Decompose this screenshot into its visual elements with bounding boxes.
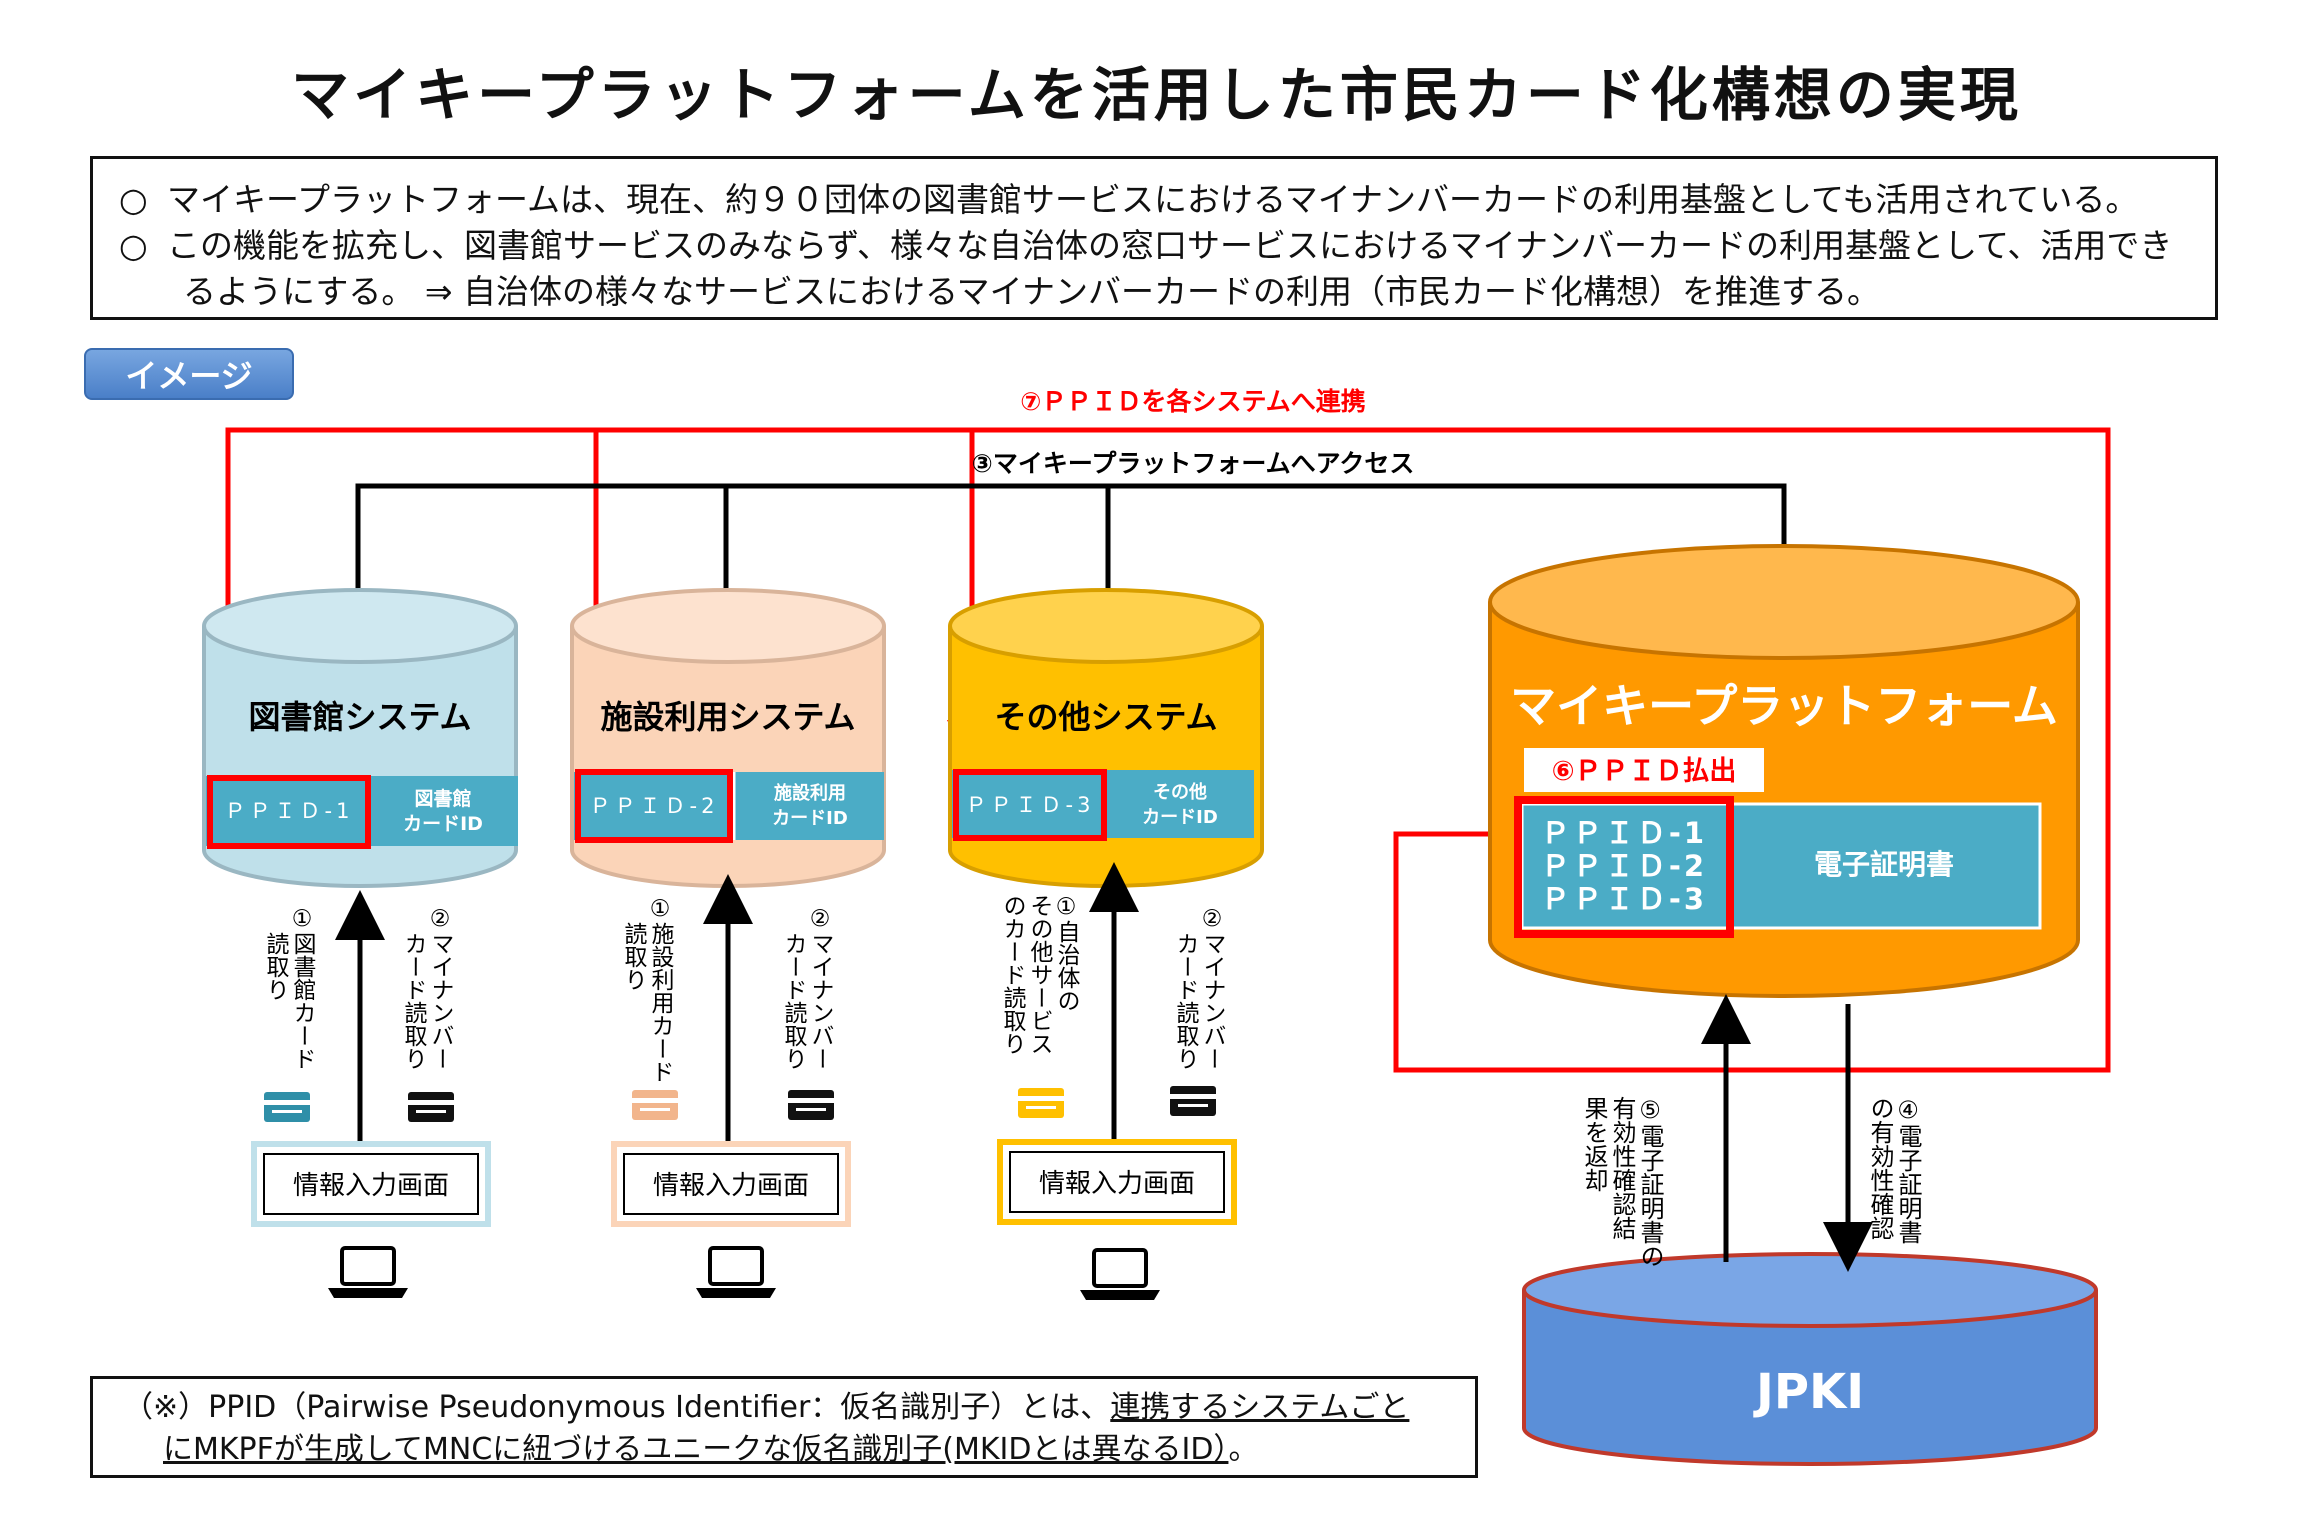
- summary-line-2: この機能を拡充し、図書館サービスのみならず、様々な自治体の窓口サービスにおけるマ…: [167, 226, 2173, 265]
- svg-text:カード読取り: カード読取り: [780, 932, 808, 1070]
- other-system-cylinder: その他システム ＰＰＩＤ-3 その他 カードID: [948, 588, 1264, 888]
- summary-line-1: マイキープラットフォームは、現在、約９０団体の図書館サービスにおけるマイナンバー…: [167, 180, 2139, 219]
- facility-terminal: ① 施設利用カード 読取り ② マイナンバー カード読取り 情報入力画面: [611, 874, 851, 1298]
- bullet-2: ○: [119, 226, 148, 265]
- svg-text:の有効性確認: の有効性確認: [1866, 1096, 1894, 1240]
- summary-box: ○ マイキープラットフォームは、現在、約９０団体の図書館サービスにおけるマイナンバ…: [90, 156, 2218, 320]
- mykey-platform-cylinder: マイキープラットフォーム ⑥ＰＰＩＤ払出 ＰＰＩＤ-1 ＰＰＩＤ-2 ＰＰＩＤ-…: [1488, 544, 2080, 998]
- jpki-cylinder: JPKI: [1522, 1252, 2098, 1466]
- facility-system-cylinder: 施設利用システム ＰＰＩＤ-2 施設利用 カードID: [570, 588, 886, 888]
- ppid-3: ＰＰＩＤ-3: [1541, 882, 1707, 916]
- library-card-icon: [264, 1092, 310, 1122]
- ppid-label: ＰＰＩＤ-3: [966, 793, 1095, 817]
- svg-text:のカード読取り: のカード読取り: [999, 894, 1027, 1055]
- svg-text:果を返却: 果を返却: [1580, 1096, 1608, 1192]
- ppid-1: ＰＰＩＤ-1: [1541, 816, 1707, 850]
- mynumber-card-read-label: ② マイナンバー カード読取り: [400, 906, 454, 1070]
- svg-text:④: ④: [1894, 1096, 1922, 1124]
- verify-label: ④ 電子証明書 の有効性確認: [1866, 1096, 1922, 1244]
- facility-card-icon: [632, 1090, 678, 1120]
- svg-text:読取り: 読取り: [620, 922, 648, 991]
- note-part2-underlined: にMKPFが生成してMNCに紐づけるユニークな仮名識別子(MKIDとは異なるID…: [163, 1432, 1229, 1467]
- input-screen-label: 情報入力画面: [293, 1171, 449, 1201]
- mynumber-card-icon: [408, 1092, 454, 1122]
- laptop-icon: [696, 1246, 776, 1298]
- card-id-line1: その他: [1153, 781, 1207, 803]
- ppid-label: ＰＰＩＤ-2: [590, 794, 719, 818]
- bullet-1: ○: [119, 180, 148, 219]
- note-part1: （※）PPID（Pairwise Pseudonymous Identifier…: [123, 1390, 1111, 1425]
- svg-text:マイナンバー: マイナンバー: [1199, 932, 1226, 1070]
- image-badge: イメージ: [84, 348, 294, 400]
- system-name: 図書館システム: [248, 698, 471, 736]
- card-id-line1: 施設利用: [774, 782, 846, 804]
- card-id-line2: カードID: [1142, 807, 1218, 828]
- verify-result-label: ⑤ 電子証明書の 有効性確認結 果を返却: [1580, 1096, 1664, 1268]
- svg-text:読取り: 読取り: [262, 932, 290, 1001]
- ppid-link-label: ⑦ＰＰＩＤを各システムへ連携: [1020, 387, 1365, 416]
- system-name: その他システム: [994, 698, 1217, 736]
- library-terminal: ① 図書館カード 読取り ② マイナンバー カード読取り 情報入力画面: [251, 890, 491, 1298]
- svg-text:②: ②: [427, 906, 453, 932]
- jpki-flow-labels: ⑤ 電子証明書の 有効性確認結 果を返却 ④ 電子証明書 の有効性確認: [1580, 1096, 1922, 1268]
- ppid-note-box: （※）PPID（Pairwise Pseudonymous Identifier…: [90, 1376, 1478, 1478]
- jpki-arrows: [1701, 994, 1873, 1272]
- access-label: ③マイキープラットフォームへアクセス: [972, 449, 1415, 478]
- platform-name: マイキープラットフォーム: [1510, 679, 2058, 733]
- svg-text:②: ②: [807, 906, 833, 932]
- page-title: マイキープラットフォームを活用した市民カード化構想の実現: [291, 61, 2022, 129]
- svg-text:②: ②: [1199, 906, 1225, 932]
- note-part2: 。: [1228, 1432, 1259, 1467]
- facility-card-read-label: ① 施設利用カード 読取り: [620, 896, 675, 1083]
- mynumber-card-icon: [1170, 1086, 1216, 1116]
- svg-text:自治体の: 自治体の: [1053, 920, 1081, 1012]
- svg-text:①: ①: [1053, 894, 1079, 920]
- svg-text:施設利用カード: 施設利用カード: [647, 922, 675, 1083]
- svg-text:図書館カード: 図書館カード: [289, 932, 317, 1070]
- jpki-label: JPKI: [1753, 1364, 1864, 1420]
- summary-line-3: るようにする。 ⇒ 自治体の様々なサービスにおけるマイナンバーカードの利用（市民…: [183, 272, 1880, 311]
- input-screen-label: 情報入力画面: [1039, 1169, 1195, 1199]
- svg-text:①: ①: [647, 896, 673, 922]
- svg-text:マイナンバー: マイナンバー: [427, 932, 454, 1070]
- mynumber-card-icon: [788, 1090, 834, 1120]
- library-card-read-label: ① 図書館カード 読取り: [262, 906, 317, 1070]
- svg-text:カード読取り: カード読取り: [1172, 932, 1200, 1070]
- svg-text:①: ①: [289, 906, 315, 932]
- certificate-label: 電子証明書: [1814, 848, 1954, 881]
- system-name: 施設利用システム: [600, 698, 855, 736]
- library-system-cylinder: 図書館システム ＰＰＩＤ-1 図書館 カードID: [202, 588, 518, 888]
- ppid-issue-label: ⑥ＰＰＩＤ払出: [1552, 756, 1737, 787]
- mynumber-card-read-label: ② マイナンバー カード読取り: [780, 906, 834, 1070]
- input-screen-label: 情報入力画面: [653, 1171, 809, 1201]
- other-card-read-label: ① 自治体の その他サービス のカード読取り: [999, 894, 1081, 1055]
- mynumber-card-read-label: ② マイナンバー カード読取り: [1172, 906, 1226, 1070]
- svg-text:その他サービス: その他サービス: [1026, 894, 1054, 1055]
- card-id-line1: 図書館: [414, 787, 471, 810]
- card-id-line2: カードID: [403, 813, 483, 835]
- card-id-line2: カードID: [772, 808, 848, 829]
- other-card-icon: [1018, 1088, 1064, 1118]
- note-part1-underlined: 連携するシステムごと: [1110, 1390, 1410, 1425]
- svg-text:有効性確認結: 有効性確認結: [1608, 1096, 1636, 1240]
- laptop-icon: [328, 1246, 408, 1298]
- svg-text:カード読取り: カード読取り: [400, 932, 428, 1070]
- svg-text:マイナンバー: マイナンバー: [807, 932, 834, 1070]
- svg-text:電子証明書の: 電子証明書の: [1636, 1124, 1664, 1268]
- ppid-label: ＰＰＩＤ-1: [225, 799, 354, 823]
- svg-text:⑤: ⑤: [1636, 1096, 1664, 1124]
- svg-text:電子証明書: 電子証明書: [1894, 1124, 1922, 1244]
- laptop-icon: [1080, 1248, 1160, 1300]
- ppid-2: ＰＰＩＤ-2: [1541, 849, 1707, 883]
- other-terminal: ① 自治体の その他サービス のカード読取り ② マイナンバー カード読取り 情…: [997, 862, 1237, 1300]
